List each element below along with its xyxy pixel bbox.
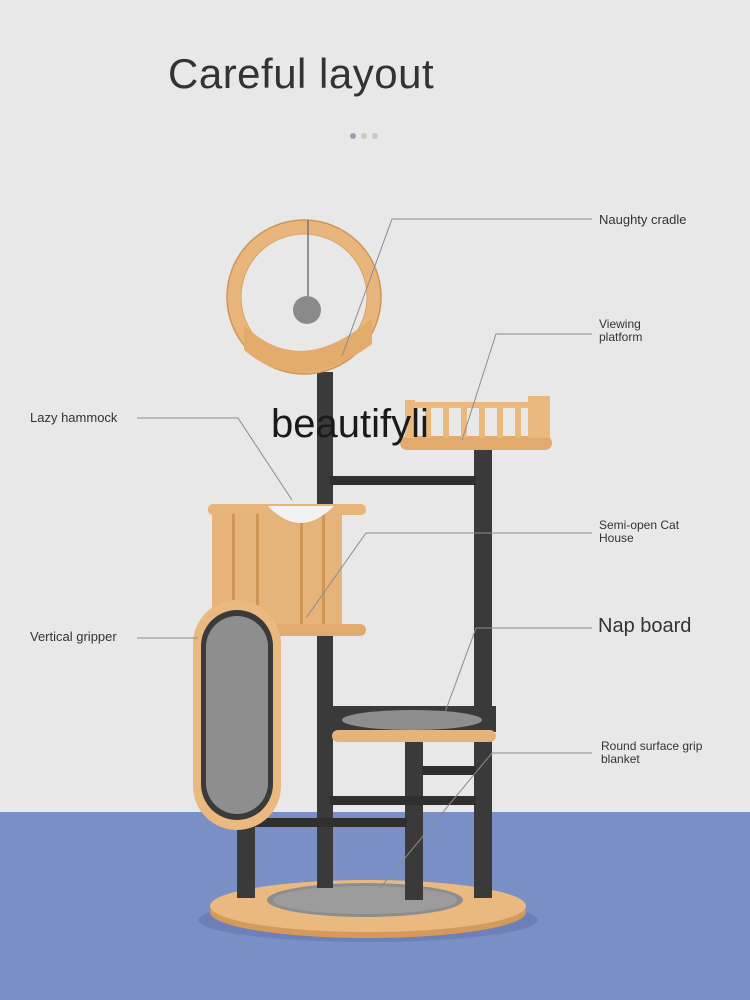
label-nap-board: Nap board: [598, 615, 692, 637]
label-vertical-gripper: Vertical gripper: [30, 629, 117, 644]
carousel-dot-2[interactable]: [361, 133, 367, 139]
label-semi-open-line1: Semi-open Cat: [599, 518, 680, 532]
label-lazy-hammock: Lazy hammock: [30, 410, 118, 425]
lazy-hammock: [268, 506, 334, 523]
watermark-text: beautifyli: [271, 402, 429, 446]
label-naughty-cradle: Naughty cradle: [599, 212, 687, 227]
label-viewing-platform-line2: platform: [599, 330, 643, 344]
carousel-dot-1[interactable]: [350, 133, 356, 139]
viewing-platform: [400, 436, 552, 450]
label-round-grip-blanket: Round surface grip blanket: [601, 740, 702, 766]
label-viewing-platform-line1: Viewing: [599, 317, 641, 331]
carousel-indicator[interactable]: [350, 133, 378, 139]
label-semi-open-cat-house: Semi-open Cat House: [599, 519, 679, 545]
label-viewing-platform: Viewing platform: [599, 318, 642, 344]
carousel-dot-3[interactable]: [372, 133, 378, 139]
label-round-grip-line2: blanket: [601, 752, 640, 766]
page-title: Careful layout: [168, 50, 435, 97]
metal-post-right: [474, 448, 492, 898]
label-round-grip-line1: Round surface grip: [601, 739, 703, 753]
metal-post-mid: [405, 740, 423, 900]
label-semi-open-line2: House: [599, 531, 634, 545]
